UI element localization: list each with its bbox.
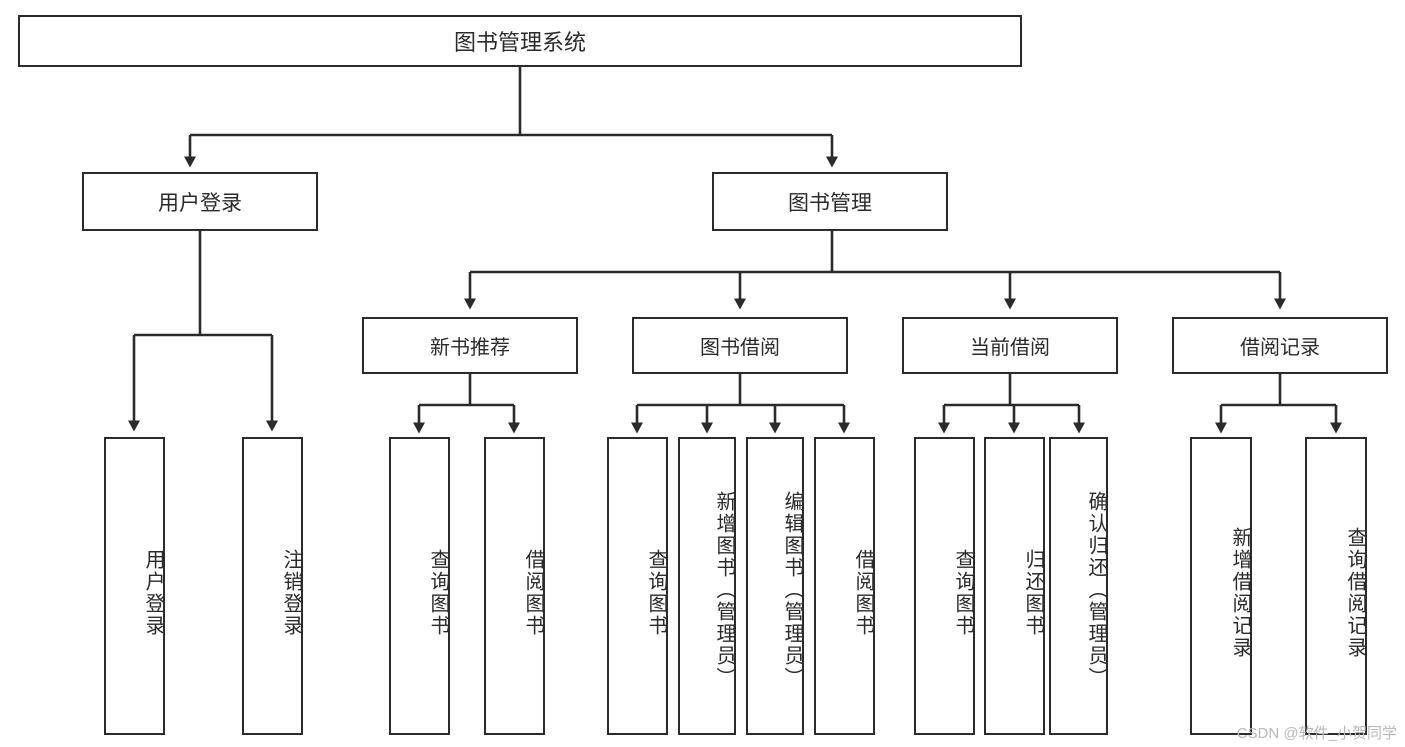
node-label: 编辑图书（管理员）: [781, 491, 803, 689]
node-label: 查询图书: [427, 549, 449, 637]
leaf-user-login[interactable]: 用户登录: [104, 437, 165, 735]
watermark: CSDN @软件_小贺同学: [1236, 725, 1397, 742]
node-label: 图书管理: [788, 191, 872, 215]
node-label: 新增图书（管理员）: [713, 491, 735, 689]
node-label: 新增借阅记录: [1229, 527, 1251, 659]
node-label: 新书推荐: [430, 337, 510, 359]
leaf-borrow-edit-book-admin[interactable]: 编辑图书（管理员）: [746, 437, 804, 735]
node-label: 注销登录: [280, 549, 302, 637]
node-label: 查询图书: [645, 549, 667, 637]
leaf-current-return-book[interactable]: 归还图书: [984, 437, 1045, 735]
node-label: 图书管理系统: [453, 30, 586, 55]
node-borrow-record[interactable]: 借阅记录: [1172, 317, 1388, 374]
node-label: 用户登录: [142, 549, 164, 637]
node-current-borrow[interactable]: 当前借阅: [902, 317, 1118, 374]
leaf-user-logout[interactable]: 注销登录: [242, 437, 303, 735]
node-label: 归还图书: [1022, 549, 1044, 637]
leaf-record-query-borrow-record[interactable]: 查询借阅记录: [1305, 437, 1367, 735]
leaf-borrow-query-book[interactable]: 查询图书: [607, 437, 668, 735]
node-label: 确认归还（管理员）: [1085, 491, 1107, 689]
leaf-current-confirm-return-admin[interactable]: 确认归还（管理员）: [1049, 437, 1108, 735]
node-label: 借阅图书: [522, 549, 544, 637]
leaf-borrow-borrow-book[interactable]: 借阅图书: [814, 437, 875, 735]
leaf-current-query-book[interactable]: 查询图书: [914, 437, 975, 735]
leaf-recommend-query-book[interactable]: 查询图书: [389, 437, 450, 735]
node-label: 借阅记录: [1240, 337, 1320, 359]
node-label: 借阅图书: [852, 549, 874, 637]
leaf-borrow-add-book-admin[interactable]: 新增图书（管理员）: [678, 437, 736, 735]
node-book-borrow[interactable]: 图书借阅: [632, 317, 848, 374]
node-label: 用户登录: [158, 191, 242, 215]
node-label: 图书借阅: [700, 337, 780, 359]
node-new-book-recommend[interactable]: 新书推荐: [362, 317, 578, 374]
node-book-management[interactable]: 图书管理: [712, 172, 948, 231]
node-label: 当前借阅: [970, 337, 1050, 359]
leaf-record-add-borrow-record[interactable]: 新增借阅记录: [1190, 437, 1252, 735]
node-root-system[interactable]: 图书管理系统: [18, 15, 1022, 67]
leaf-recommend-borrow-book[interactable]: 借阅图书: [484, 437, 545, 735]
node-label: 查询借阅记录: [1344, 527, 1366, 659]
node-label: 查询图书: [952, 549, 974, 637]
node-user-login[interactable]: 用户登录: [82, 172, 318, 231]
